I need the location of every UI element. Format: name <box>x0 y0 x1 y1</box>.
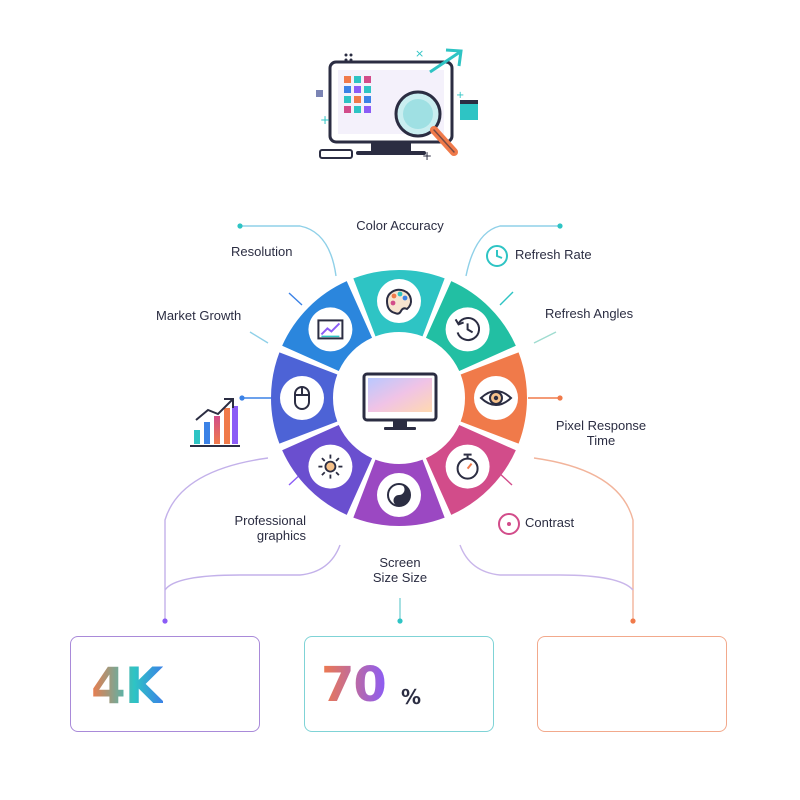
eye-icon-glyph <box>479 390 513 406</box>
label-resolution: Resolution <box>231 244 293 259</box>
growth-chart-icon <box>308 307 353 352</box>
magnifier-icon <box>394 90 458 156</box>
connector-line-2 <box>465 225 560 277</box>
wheel-segments <box>270 270 528 527</box>
label-pixel-response-line1: Pixel Response <box>555 418 647 433</box>
center-monitor-icon <box>362 372 438 430</box>
wheel-icons <box>280 279 518 517</box>
clock-icon <box>486 245 508 267</box>
stat-card-percentage: 70 % <box>304 636 494 732</box>
yin-yang-icon-glyph <box>387 483 411 507</box>
svg-text:+: + <box>456 90 464 101</box>
small-card-icon <box>460 104 478 120</box>
svg-text:+: + <box>320 113 330 127</box>
connector-dot-4 <box>557 395 563 401</box>
label-professional-line2: graphics <box>256 528 306 543</box>
history-clock-icon-glyph <box>454 317 480 342</box>
keyboard-icon <box>319 149 353 159</box>
connector-dot-2 <box>557 223 563 229</box>
connector-dot-1 <box>237 223 243 229</box>
label-professional-graphics: Professional graphics <box>196 513 306 543</box>
connector-lines <box>162 223 636 624</box>
arrow-up-right-icon <box>429 48 463 74</box>
connector-line-4 <box>499 291 514 306</box>
label-professional-line1: Professional <box>234 513 306 528</box>
connector-line-14 <box>459 544 634 591</box>
label-refresh-rate: Refresh Rate <box>515 247 592 262</box>
sun-icon-glyph <box>318 454 343 479</box>
label-pixel-response-line2: Time <box>586 433 616 448</box>
stat-value-4k: 4K <box>91 657 164 715</box>
stopwatch-icon <box>445 444 490 489</box>
label-screen-size: Screen Size Size <box>350 555 450 585</box>
stat-value-70: 70 <box>321 657 387 713</box>
svg-text:+: + <box>422 149 432 163</box>
mouse-icon-glyph <box>294 386 310 410</box>
contrast-dot-icon <box>498 513 520 535</box>
connector-dot-5 <box>162 618 168 624</box>
label-screen-size-line1: Screen <box>379 555 421 570</box>
center-hub <box>335 334 463 462</box>
small-square-icon <box>316 90 323 97</box>
stat-card-resolution: 4K <box>70 636 260 732</box>
stat-card-cost <box>537 636 727 732</box>
connector-dot-7 <box>630 618 636 624</box>
label-contrast: Contrast <box>525 515 575 530</box>
monitor-search-illustration: + + × + <box>316 47 478 163</box>
label-pixel-response-time: Pixel Response Time <box>545 418 657 448</box>
growth-bar-chart-icon <box>190 398 240 447</box>
connector-dot-3 <box>239 395 245 401</box>
growth-chart-icon-glyph <box>317 319 344 340</box>
connector-line-12 <box>164 544 341 591</box>
color-grid-icon <box>344 76 371 113</box>
stopwatch-icon-glyph <box>456 453 479 480</box>
mouse-icon <box>280 376 324 420</box>
label-screen-size-line2: Size Size <box>372 570 428 585</box>
connector-dot-6 <box>397 618 403 624</box>
connector-line-6 <box>249 331 269 344</box>
connector-line-13 <box>533 457 634 620</box>
svg-text:×: × <box>415 47 424 60</box>
label-refresh-angles: Refresh Angles <box>545 306 634 321</box>
palette-icon-glyph <box>385 288 412 315</box>
connector-line-3 <box>288 292 303 306</box>
connector-line-5 <box>533 331 557 344</box>
connector-line-1 <box>240 225 337 277</box>
label-color-accuracy: Color Accuracy <box>356 218 444 233</box>
stat-value-percent-sign: % <box>401 685 422 709</box>
label-market-growth: Market Growth <box>156 308 242 323</box>
connector-line-11 <box>164 457 269 620</box>
